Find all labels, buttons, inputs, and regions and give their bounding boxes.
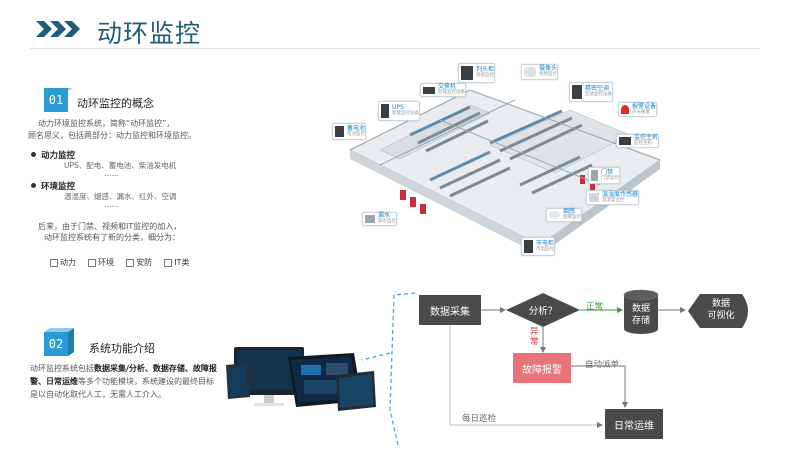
intro-text-line-2: 顾名思义，包括两部分：动力监控和环境监控。 xyxy=(28,131,196,140)
label-normal: 正常 xyxy=(586,302,604,312)
node-daily-operations: 日常运维 xyxy=(605,409,663,439)
checkbox-icon xyxy=(50,258,58,267)
storage-label-2: 存储 xyxy=(631,316,650,326)
callout-access-control: 门禁门禁监控 xyxy=(588,167,620,184)
section-heading: 动环监控的概念 xyxy=(77,97,154,110)
node-data-visualization: 数据 可视化 xyxy=(688,294,754,328)
callout-alarm-device: 报警设备声光报警 xyxy=(618,102,658,117)
checkbox-icon xyxy=(164,258,173,267)
section-heading: 系统功能介绍 xyxy=(89,342,155,355)
category-security: 安防 xyxy=(126,257,152,268)
callout-camera: 摄像头视频监控 xyxy=(521,64,559,80)
switch-icon xyxy=(423,86,435,94)
node-fault-alarm: 故障报警 xyxy=(513,353,571,383)
callout-precision-ac: 精密空调空调监控设备 xyxy=(569,82,613,102)
data-center-illustration xyxy=(340,55,670,270)
door-access-icon xyxy=(591,170,598,181)
bullet-more-environment: …… xyxy=(104,200,119,209)
visual-label-2: 可视化 xyxy=(707,311,735,321)
label-auto-dispatch: 自动派单 xyxy=(585,360,620,370)
air-conditioner-icon xyxy=(572,85,582,99)
category-it: IT类 xyxy=(164,257,190,268)
category-list: 动力 环境 安防 IT类 xyxy=(50,250,197,269)
title-divider xyxy=(30,48,760,49)
callout-switch: 交换机智能监控设备 xyxy=(420,83,466,97)
page-title: 动环监控 xyxy=(97,19,202,48)
section-number-badge: 01 xyxy=(40,88,72,112)
dashed-connector xyxy=(360,285,420,450)
cabinet-icon xyxy=(461,66,473,80)
storage-label-1: 数据 xyxy=(631,304,650,314)
callout-temp-humidity: 温湿度传感器温湿度监控 xyxy=(586,190,640,205)
bullet-dot-icon xyxy=(31,183,36,188)
callout-battery: 蓄电池电池监控 xyxy=(332,123,367,140)
flow-diagram: 数据采集 分析？ 正常 数据 存储 数据 可视化 异常 故障报警 自动派单 每日… xyxy=(410,285,770,445)
chevron-arrows-icon xyxy=(36,21,82,41)
category-environment: 环境 xyxy=(88,257,114,268)
node-data-storage: 数据 存储 xyxy=(622,289,660,335)
callout-monitor-host: 监控主机监控主机 xyxy=(616,134,660,148)
label-daily-inspection: 每日巡检 xyxy=(462,414,497,424)
node-analysis-decision: 分析？ xyxy=(506,293,580,327)
checkbox-icon xyxy=(126,258,135,267)
alarm-light-icon xyxy=(621,105,629,114)
bullet-title-power: 动力监控 xyxy=(41,151,76,161)
bullet-sub-environment: 温湿度、烟感、漏水、红外、空调 xyxy=(64,192,177,201)
water-leak-icon xyxy=(365,215,375,223)
monitoring-devices-mockup xyxy=(226,335,376,415)
intro-text-line-1: 动力环境监控系统，简称“动环监控”， xyxy=(38,119,175,128)
callout-water-leak: 漏水漏水监控 xyxy=(362,212,397,226)
battery-icon xyxy=(335,126,344,137)
visual-label-1: 数据 xyxy=(711,299,730,309)
camera-icon xyxy=(524,67,536,77)
label-abnormal: 异常 xyxy=(530,327,539,347)
power-cabinet-icon xyxy=(524,240,533,253)
bullet-more-power: …… xyxy=(104,169,119,178)
callout-mains-cabinet: 市电柜市电监控 xyxy=(521,237,556,256)
checkbox-icon xyxy=(88,258,97,267)
later-text-line-2: 动环监控系统有了新的分类，细分为： xyxy=(44,233,180,242)
callout-smoke-detector: 烟感烟雾监控 xyxy=(546,208,582,222)
bullet-dot-icon xyxy=(31,152,36,157)
node-data-collection: 数据采集 xyxy=(419,295,481,325)
bullet-sub-power: UPS、配电、蓄电池、柴油发电机 xyxy=(64,161,177,170)
callout-column-cabinet: 列头柜智能监控 xyxy=(458,63,496,83)
section-number: 01 xyxy=(44,88,68,112)
later-text-line-1: 后来，由于门禁、视频和IT监控的加入， xyxy=(38,222,182,231)
section-number-badge: 02 xyxy=(40,328,74,356)
server-icon xyxy=(619,137,631,145)
smoke-detector-icon xyxy=(549,211,560,219)
function-description: 动环监控系统包括数据采集/分析、数据存储、故障报警、日常运维等多个功能模块，系统… xyxy=(30,364,217,399)
ups-icon xyxy=(381,104,389,118)
category-power: 动力 xyxy=(50,257,76,268)
bullet-title-environment: 环境监控 xyxy=(41,182,76,192)
thermometer-icon xyxy=(589,193,599,202)
section-number: 02 xyxy=(44,332,68,356)
